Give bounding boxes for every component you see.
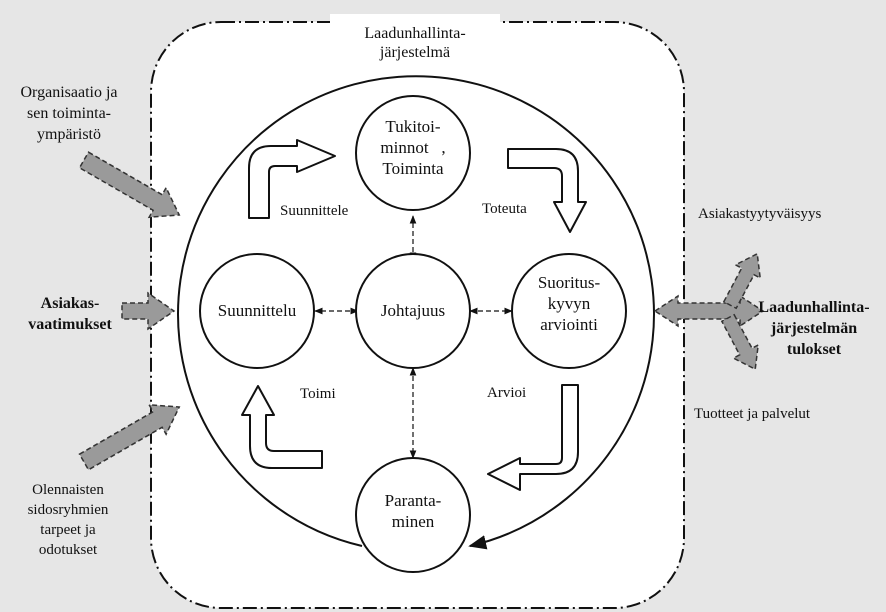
leadership-node-label: Johtajuus xyxy=(380,301,446,320)
stakeholder-input-arrow xyxy=(78,403,181,471)
do-arrow xyxy=(507,148,587,233)
stakeholder-input-label: Olennaisten sidosryhmien tarpeet ja odot… xyxy=(27,482,109,558)
plan-label: Suunnittele xyxy=(280,203,349,219)
leadership-node xyxy=(355,253,471,369)
do-label: Toteuta xyxy=(482,201,527,217)
improvement-node xyxy=(355,457,471,573)
results-output-label: Laadunhallinta- järjestelmän tulokset xyxy=(758,299,870,358)
satisfaction-output-arrow xyxy=(722,252,762,310)
act-label: Toimi xyxy=(300,386,336,402)
plan-arrow xyxy=(248,139,336,219)
support-node-label: Tukitoi- minnot , Toiminta xyxy=(380,117,446,178)
organisation-circle xyxy=(177,75,655,550)
support-node xyxy=(355,95,471,211)
results-output-arrow xyxy=(653,294,765,328)
check-arrow xyxy=(487,384,579,491)
planning-node xyxy=(199,253,315,369)
improvement-node-label: Paranta- minen xyxy=(384,491,442,531)
act-arrow xyxy=(241,385,323,469)
planning-node-label: Suunnittelu xyxy=(217,301,297,320)
customer-input-arrow xyxy=(121,291,176,331)
satisfaction-output-label: Asiakastyytyväisyys xyxy=(698,206,822,222)
system-title: Laadunhallinta- järjestelmä xyxy=(364,25,466,61)
products-output-arrow xyxy=(720,313,760,371)
organisation-input-label: Organisaatio ja sen toiminta- ympäristö xyxy=(20,84,118,143)
evaluation-node-label: Suoritus- kyvyn arviointi xyxy=(537,273,601,334)
check-label: Arvioi xyxy=(487,385,527,401)
evaluation-node xyxy=(511,253,627,369)
products-output-label: Tuotteet ja palvelut xyxy=(694,406,811,422)
organisation-input-arrow xyxy=(78,151,181,219)
customer-input-label: Asiakas- vaatimukset xyxy=(28,295,112,333)
